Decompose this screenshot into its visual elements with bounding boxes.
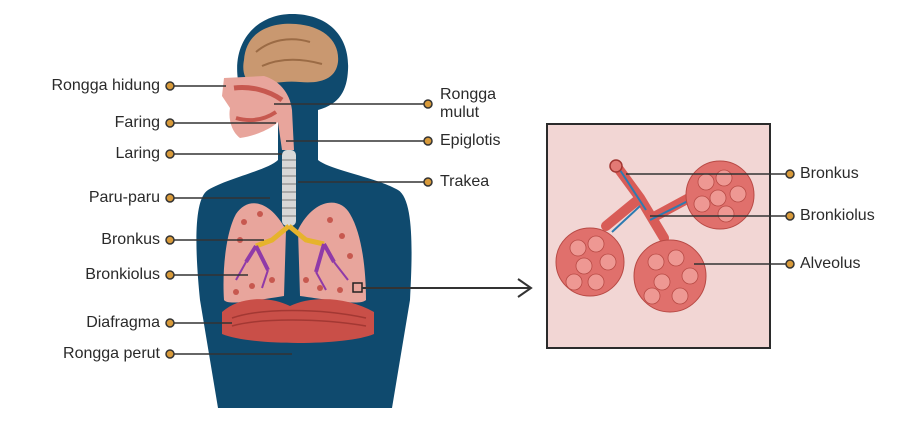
brain-shape [243,23,339,85]
label-laring: Laring [115,145,160,162]
label-bronkus-left: Bronkus [101,231,160,248]
inset-leader-lines [626,173,790,265]
zoom-arrow [362,278,533,298]
label-rongga-mulut-1: Rongga [440,86,497,103]
left-leader-lines [170,85,292,355]
right-leader-lines [274,103,428,183]
trachea [282,150,296,226]
label-epiglotis: Epiglotis [440,132,501,149]
label-rongga-hidung: Rongga hidung [51,77,160,94]
label-rongga-perut: Rongga perut [63,345,160,362]
label-bronkus-right: Bronkus [800,165,859,182]
label-trakea: Trakea [440,173,490,190]
label-alveolus: Alveolus [800,255,861,272]
label-paru-paru: Paru-paru [88,189,160,206]
diaphragm [222,299,374,343]
right-lung [298,202,366,303]
label-bronkiolus-left: Bronkiolus [85,266,160,283]
label-rongga-mulut-2: mulut [440,104,480,121]
left-leader-dots [165,81,175,359]
label-diafragma: Diafragma [86,314,160,331]
label-faring: Faring [114,114,160,131]
label-bronkiolus-right: Bronkiolus [800,207,875,224]
